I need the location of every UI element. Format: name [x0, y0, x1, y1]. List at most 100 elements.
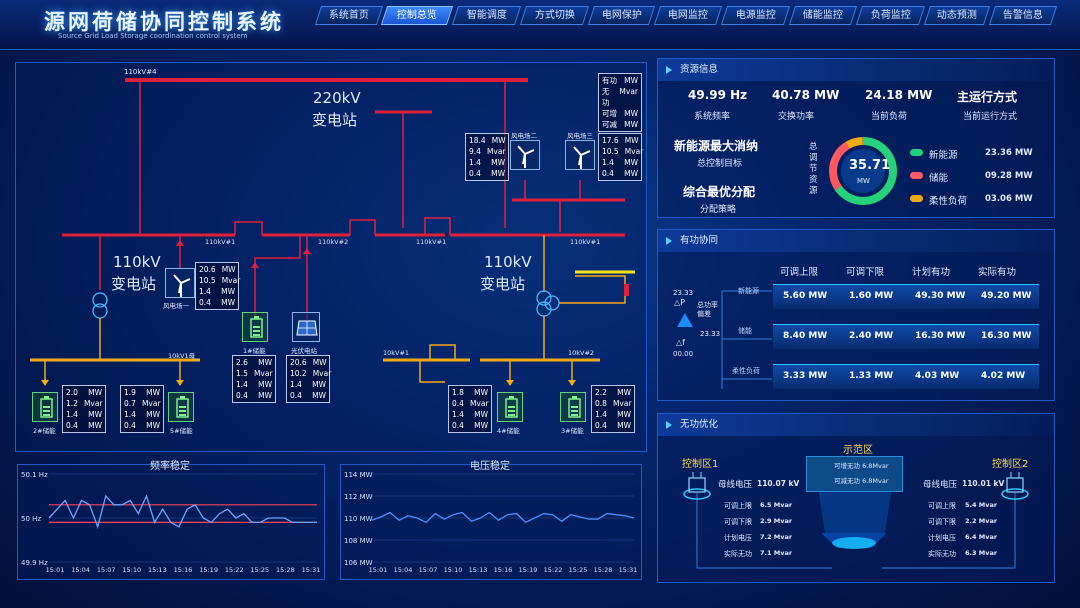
- stat-label: 系统频率: [694, 112, 731, 122]
- wind-farm-3[interactable]: [565, 140, 595, 170]
- table-row[interactable]: [773, 364, 1039, 389]
- value-number: 0.4: [602, 169, 614, 178]
- row-label: 新能源: [738, 287, 759, 295]
- label-110kv-left: 110kV: [113, 253, 161, 271]
- storage-3[interactable]: [560, 392, 586, 422]
- x-tick-label: 15:04: [71, 566, 90, 574]
- reactive-label: 可调下限: [724, 518, 752, 526]
- value-number: 1.8: [452, 388, 464, 397]
- x-tick-label: 15:10: [444, 566, 463, 574]
- value-unit: MW: [146, 410, 160, 419]
- ring-unit: MW: [857, 177, 870, 185]
- value-number: 0.4: [236, 391, 248, 400]
- value-number: 可减: [602, 120, 617, 129]
- storage-4[interactable]: [497, 392, 523, 422]
- demo-decrease: 可减无功 6.8Mvar: [834, 477, 889, 485]
- value-unit: MW: [491, 136, 506, 145]
- label-bus4: 110kV#1: [570, 238, 601, 246]
- value-number: 20.6: [290, 358, 307, 367]
- wind-turbine-icon: [173, 274, 191, 297]
- value-unit: MW: [258, 358, 272, 367]
- reactive-label: 实际无功: [928, 550, 956, 558]
- value-number: 0.7: [124, 399, 136, 408]
- label-110kv-left-station: 变电站: [111, 275, 157, 293]
- wind-farm-1-label: 风电场一: [163, 302, 189, 310]
- legend-name: 柔性负荷: [929, 196, 968, 207]
- label-110kv-right: 110kV: [484, 253, 532, 271]
- value-unit: MW: [617, 410, 631, 419]
- delta-f-label: △f: [676, 338, 685, 347]
- table-cell: 16.30 MW: [915, 331, 966, 341]
- table-cell: 1.60 MW: [849, 291, 894, 301]
- value-unit: MW: [312, 358, 327, 367]
- reactive-value: 7.2 Mvar: [760, 533, 793, 541]
- legend-value: 03.06 MW: [985, 194, 1033, 204]
- y-tick-label: 49.9 Hz: [21, 559, 48, 567]
- value-unit: MW: [474, 421, 488, 430]
- total-deviation-value: 23.33: [700, 330, 721, 338]
- app-title: 源网荷储协同控制系统: [44, 9, 284, 34]
- nav-tab-10[interactable]: 告警信息: [988, 6, 1058, 25]
- reactive-flow-arrows: [696, 481, 1016, 569]
- stat-value: 24.18 MW: [865, 88, 933, 102]
- value-unit: MW: [88, 410, 102, 419]
- delta-f-value: 00.00: [673, 350, 694, 358]
- y-tick-label: 106 MW: [344, 559, 373, 567]
- wind-farm-1[interactable]: [165, 268, 195, 298]
- value-number: 1.2: [66, 399, 78, 408]
- column-header: 可调下限: [846, 267, 885, 278]
- reactive-value: 6.5 Mvar: [760, 501, 793, 509]
- wind-turbine-icon: [517, 145, 535, 168]
- transformer-left: [92, 292, 108, 308]
- y-tick-label: 110 MW: [344, 515, 373, 523]
- x-tick-label: 15:22: [544, 566, 563, 574]
- nav-tab-8[interactable]: 负荷监控: [855, 6, 926, 25]
- strategy-title: 综合最优分配: [683, 185, 756, 199]
- x-tick-label: 15:31: [302, 566, 321, 574]
- value-number: 20.6: [199, 265, 216, 274]
- value-unit: MW: [221, 298, 235, 307]
- pv-station[interactable]: [292, 312, 320, 342]
- storage-2-label: 2#储能: [33, 427, 56, 435]
- wind-turbine-icon: [573, 146, 591, 169]
- stat-label: 交换功率: [778, 112, 815, 122]
- active-power-header: 有功协同: [658, 230, 1054, 252]
- table-row[interactable]: [773, 284, 1039, 309]
- battery-icon: [176, 396, 189, 418]
- x-tick-label: 15:25: [250, 566, 269, 574]
- storage-2[interactable]: [32, 392, 58, 422]
- storage-1[interactable]: [242, 312, 268, 342]
- table-row[interactable]: [773, 324, 1039, 349]
- demo-zone-box: [806, 456, 903, 492]
- reactive-value: 5.4 Mvar: [965, 501, 998, 509]
- reactive-power-panel: 无功优化: [657, 413, 1055, 583]
- x-tick-label: 15:28: [276, 566, 295, 574]
- nav-tab-9[interactable]: 动态预测: [923, 6, 991, 25]
- ring-label: 总调节资源: [809, 142, 818, 196]
- nav-tab-7[interactable]: 储能监控: [788, 6, 858, 25]
- wind-farm-2[interactable]: [510, 140, 540, 180]
- label-10kv1: 10kV#1: [383, 349, 410, 357]
- y-tick-label: 112 MW: [344, 493, 373, 501]
- legend-value: 23.36 MW: [985, 148, 1033, 158]
- value-number: 2.2: [595, 388, 607, 397]
- table-cell: 8.40 MW: [783, 331, 828, 341]
- zone-1-title: 控制区1: [682, 459, 719, 470]
- nav-tab-5[interactable]: 电网监控: [653, 6, 723, 25]
- value-number: 1.4: [469, 158, 481, 167]
- storage-5[interactable]: [168, 392, 194, 422]
- demo-increase: 可增无功 6.8Mvar: [834, 462, 889, 470]
- value-unit: MW: [88, 388, 102, 397]
- breaker-red: [624, 284, 629, 296]
- voltage-chart-panel: [340, 464, 642, 580]
- nav-tab-6[interactable]: 电源监控: [720, 6, 791, 25]
- frequency-chart-title: 频率稳定: [150, 461, 190, 472]
- table-cell: 2.40 MW: [849, 331, 894, 341]
- battery-icon: [505, 396, 518, 418]
